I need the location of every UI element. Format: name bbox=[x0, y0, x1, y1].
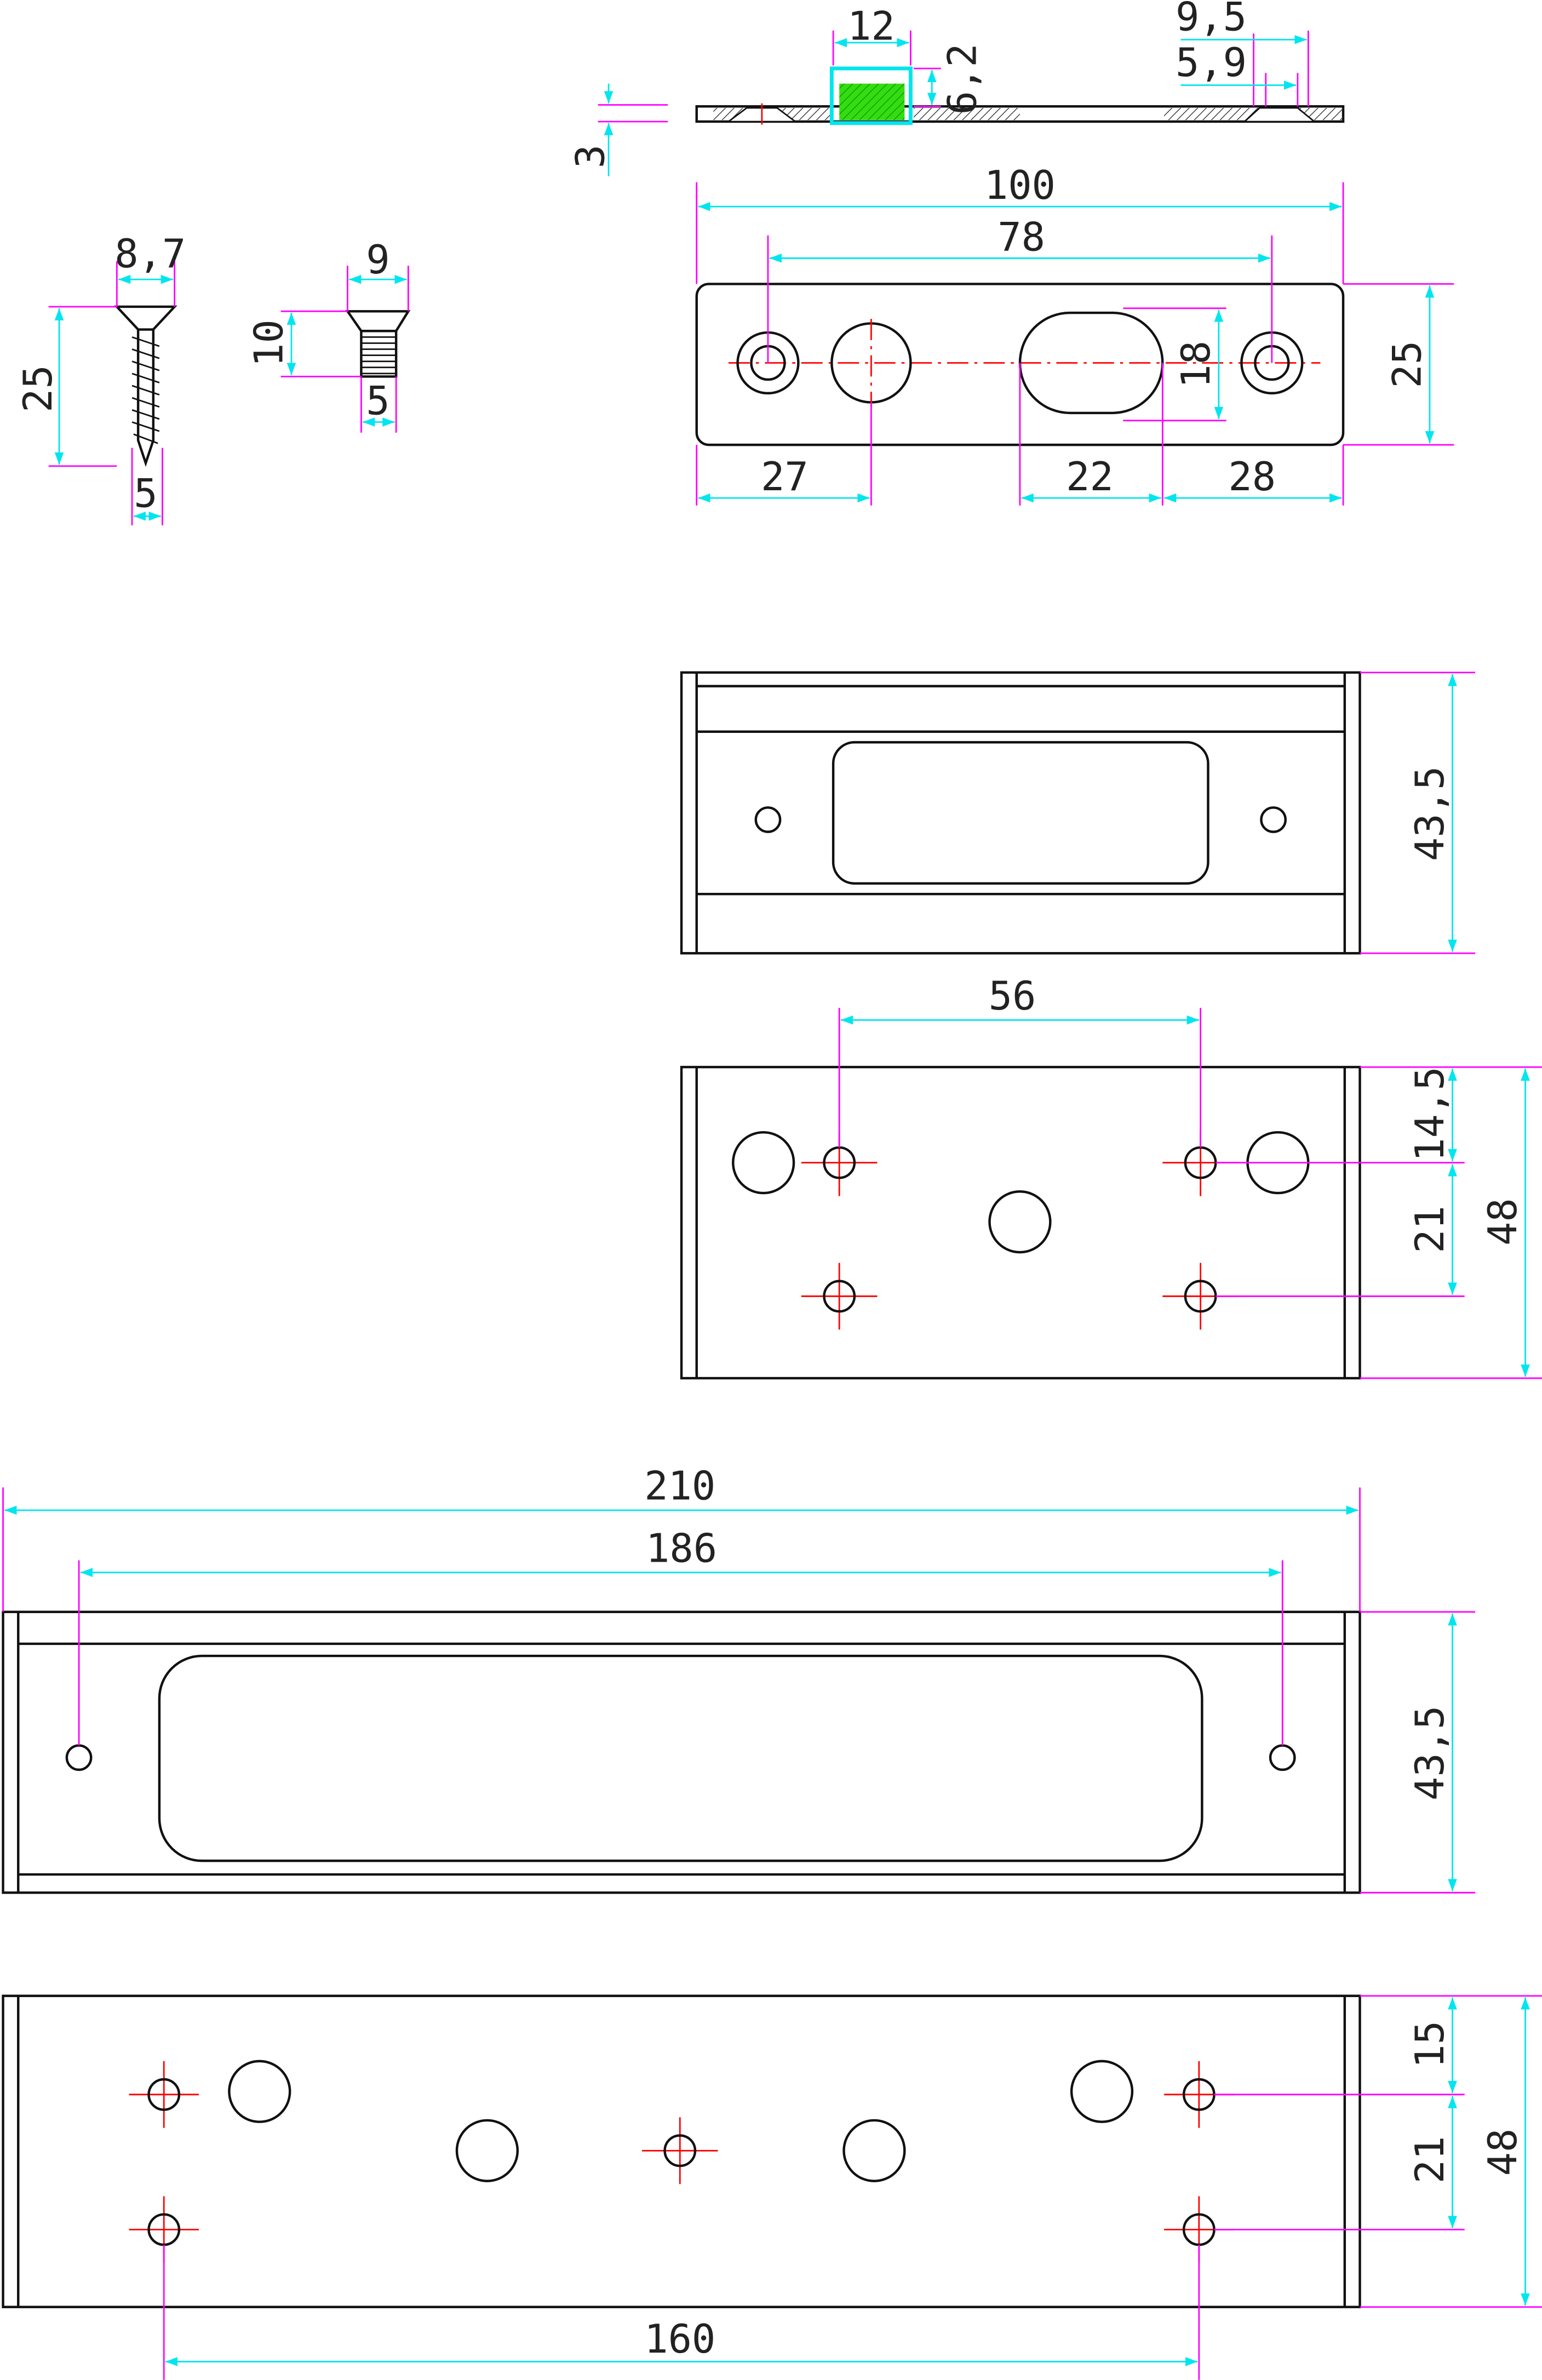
dim-22: 22 bbox=[1021, 454, 1161, 503]
dim-25: 25 bbox=[1343, 283, 1454, 446]
wood-screw: 8,7 25 5 bbox=[15, 231, 186, 525]
dim-14-5: 14,5 bbox=[1407, 1066, 1457, 1162]
dim-5-wood: 5 bbox=[131, 448, 163, 525]
svg-text:9,5: 9,5 bbox=[1176, 0, 1247, 40]
machine-screw: 9 10 5 bbox=[245, 237, 411, 433]
svg-text:43,5: 43,5 bbox=[1407, 766, 1453, 861]
svg-text:6,2: 6,2 bbox=[939, 43, 985, 114]
dim-6-2: 6,2 bbox=[913, 43, 985, 114]
svg-text:48: 48 bbox=[1480, 2129, 1526, 2176]
dim-3: 3 bbox=[567, 83, 668, 176]
svg-text:15: 15 bbox=[1407, 2021, 1453, 2068]
svg-text:25: 25 bbox=[15, 365, 61, 412]
svg-text:9: 9 bbox=[366, 237, 389, 283]
dim-5-machine: 5 bbox=[360, 376, 397, 433]
svg-text:28: 28 bbox=[1228, 454, 1276, 500]
svg-text:160: 160 bbox=[644, 2316, 715, 2362]
svg-text:10: 10 bbox=[245, 319, 291, 367]
svg-text:78: 78 bbox=[998, 214, 1045, 260]
svg-text:27: 27 bbox=[761, 454, 809, 500]
dim-27: 27 bbox=[698, 454, 870, 503]
svg-text:48: 48 bbox=[1480, 1198, 1526, 1246]
slot bbox=[1018, 311, 1164, 415]
dim-8-7: 8,7 bbox=[114, 231, 186, 307]
svg-text:100: 100 bbox=[984, 162, 1056, 208]
dim-12: 12 bbox=[832, 3, 912, 66]
svg-text:21: 21 bbox=[1407, 1206, 1453, 1253]
svg-text:56: 56 bbox=[989, 973, 1036, 1019]
svg-text:5: 5 bbox=[366, 378, 389, 424]
dim-160: 160 bbox=[163, 2245, 1200, 2380]
svg-text:12: 12 bbox=[847, 3, 895, 49]
dim-210: 210 bbox=[2, 1463, 1361, 1612]
dim-78: 78 bbox=[767, 214, 1273, 363]
svg-text:18: 18 bbox=[1173, 341, 1219, 388]
dim-9: 9 bbox=[347, 237, 409, 312]
dim-10: 10 bbox=[245, 310, 362, 377]
svg-text:5: 5 bbox=[134, 471, 157, 517]
svg-text:21: 21 bbox=[1407, 2136, 1453, 2184]
dim-56: 56 bbox=[838, 973, 1201, 1148]
small-bracket-front-view: 43,5 bbox=[680, 671, 1476, 955]
svg-text:210: 210 bbox=[644, 1463, 715, 1509]
small-bracket-back-view: 56 14,5 21 48 bbox=[680, 973, 1542, 1380]
svg-text:25: 25 bbox=[1384, 341, 1430, 388]
dim-5-9: 5,9 bbox=[1176, 39, 1299, 107]
dim-100: 100 bbox=[696, 162, 1344, 284]
dim-9-5: 9,5 bbox=[1176, 0, 1309, 107]
svg-text:22: 22 bbox=[1066, 454, 1114, 500]
dim-186: 186 bbox=[78, 1525, 1283, 1746]
large-bracket-front-view: 210 186 43,5 bbox=[2, 1463, 1476, 1894]
dim-21-large: 21 bbox=[1407, 2096, 1457, 2228]
dim-15: 15 bbox=[1407, 1997, 1457, 2094]
plate-top-view: 100 78 25 18 27 22 28 bbox=[695, 162, 1454, 506]
dim-43-5-large: 43,5 bbox=[1360, 1611, 1476, 1894]
dim-21-small: 21 bbox=[1407, 1164, 1457, 1295]
svg-text:14,5: 14,5 bbox=[1407, 1066, 1453, 1161]
large-bracket-back-view: 15 21 48 160 bbox=[2, 1994, 1542, 2380]
svg-text:5,9: 5,9 bbox=[1176, 39, 1247, 85]
dim-25-screw: 25 bbox=[15, 306, 117, 467]
svg-text:186: 186 bbox=[646, 1525, 717, 1571]
dim-18: 18 bbox=[1123, 307, 1226, 422]
svg-text:8,7: 8,7 bbox=[114, 231, 186, 277]
dim-28: 28 bbox=[1164, 454, 1342, 503]
insert bbox=[839, 83, 905, 121]
plate-section-view: 12 6,2 9,5 5,9 3 bbox=[567, 0, 1345, 176]
dim-48-large: 48 bbox=[1480, 1997, 1530, 2306]
svg-text:3: 3 bbox=[567, 145, 614, 168]
dim-43-5-small: 43,5 bbox=[1360, 672, 1476, 954]
dim-48-small: 48 bbox=[1480, 1068, 1530, 1377]
svg-text:43,5: 43,5 bbox=[1407, 1706, 1453, 1800]
